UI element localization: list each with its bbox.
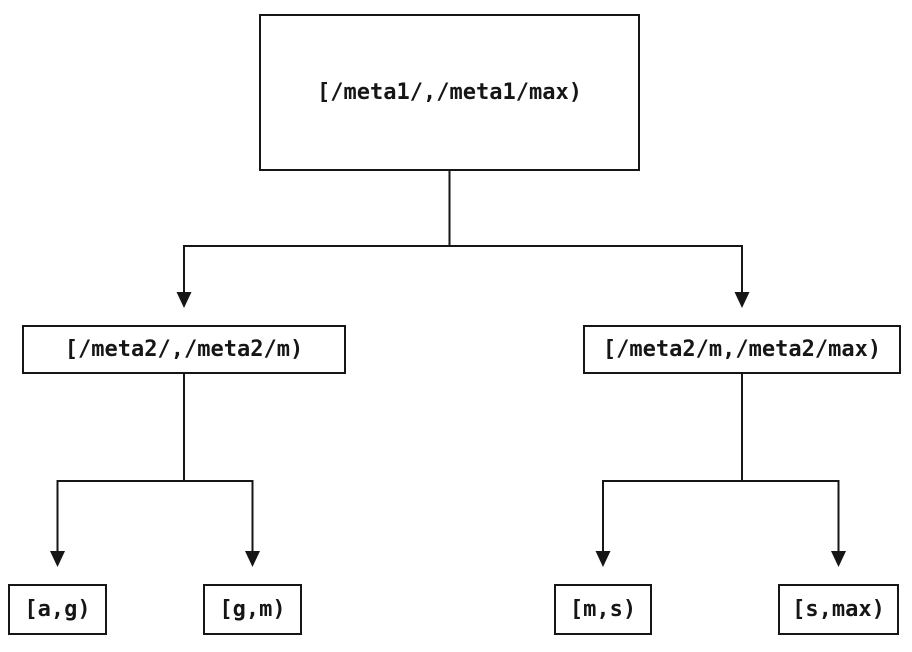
leaf-node-ag: [a,g)	[8, 584, 107, 635]
leaf-node-gm: [g,m)	[203, 584, 302, 635]
node-meta2-low: [/meta2/,/meta2/m)	[22, 325, 346, 374]
node-root: [/meta1/,/meta1/max)	[259, 14, 640, 171]
arrowhead-leaf-gm	[245, 551, 260, 567]
arrowhead-leaf-smax	[831, 551, 846, 567]
node-meta2-high: [/meta2/m,/meta2/max)	[583, 325, 901, 374]
leaf-node-smax: [s,max)	[778, 584, 899, 635]
arrowhead-right	[734, 292, 750, 308]
leaf-node-ms: [m,s)	[554, 584, 652, 635]
arrowhead-left	[176, 292, 192, 308]
arrowhead-leaf-ms	[595, 551, 611, 567]
arrowhead-leaf-ag	[50, 551, 65, 567]
